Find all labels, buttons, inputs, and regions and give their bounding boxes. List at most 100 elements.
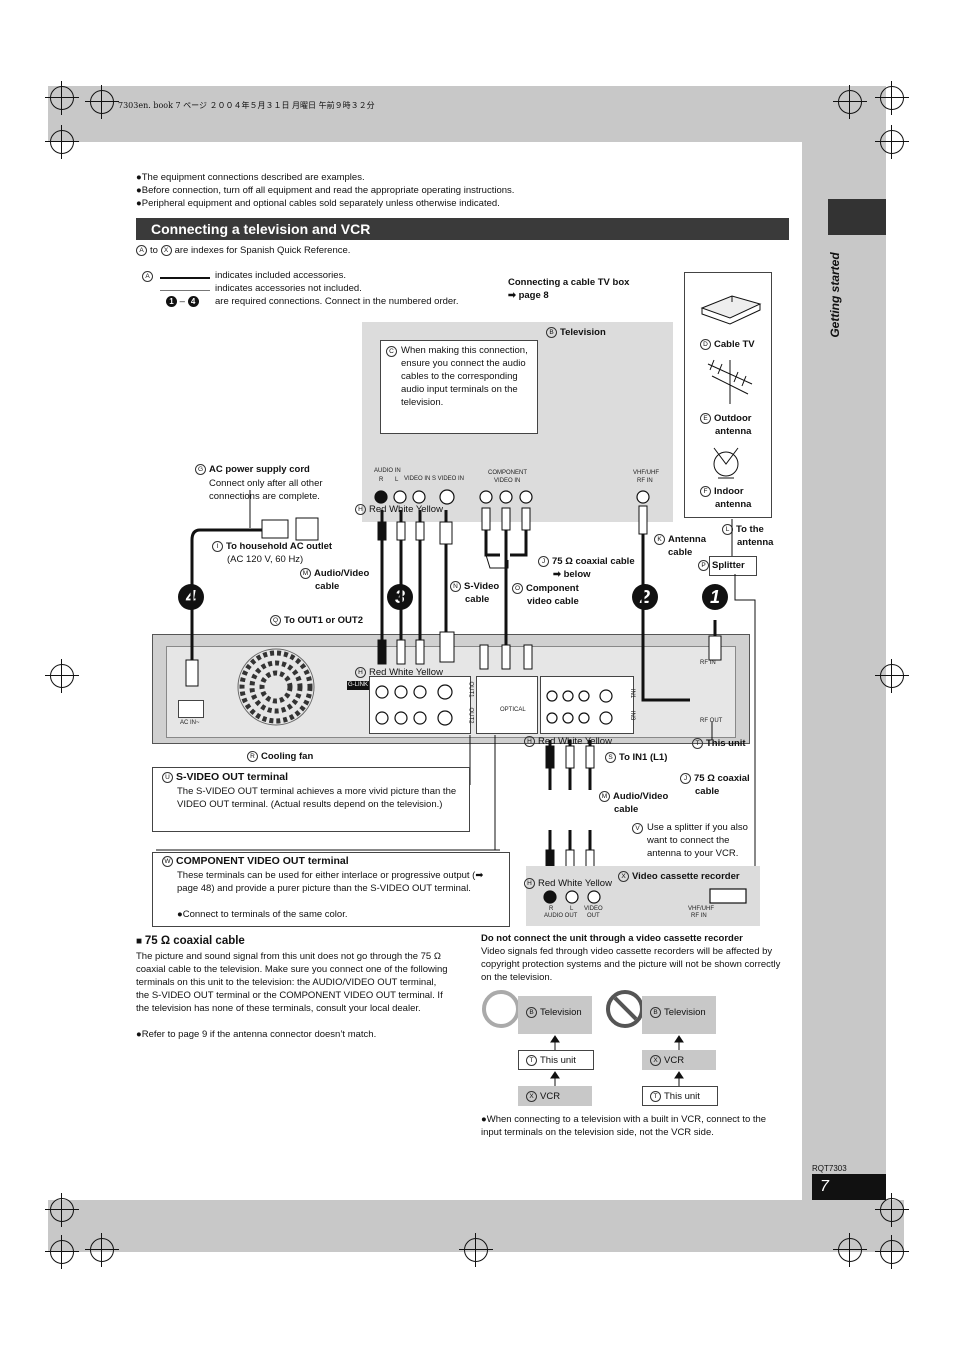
cooling-fan-icon xyxy=(237,648,315,726)
tv-rf-in-label: RF IN xyxy=(637,478,653,484)
cable-box-note-page: ➡ page 8 xyxy=(508,290,549,301)
tv-jacks xyxy=(374,489,650,505)
cable-tv-icon xyxy=(700,295,762,325)
legend-required: are required connections. Connect in the… xyxy=(215,296,459,307)
side-tab xyxy=(828,199,886,235)
tv-component-label: COMPONENT xyxy=(488,470,527,476)
bad-unit-box xyxy=(642,1086,718,1106)
component-box-text: These terminals can be used for either i… xyxy=(177,870,484,894)
intro-bullet-1: ●The equipment connections described are… xyxy=(136,172,365,183)
index-x-icon: X xyxy=(160,244,172,256)
good-vcr-panel xyxy=(518,1086,592,1106)
page-number: 7 xyxy=(820,1178,829,1195)
vcr-warning-title: Do not connect the unit through a video … xyxy=(481,933,743,944)
top-band xyxy=(48,86,886,142)
tv-l-label: L xyxy=(395,477,399,483)
optical-label: OPTICAL xyxy=(500,707,526,713)
svideo-cable-label-2: cable xyxy=(465,594,490,605)
vcr-vhf-label: VHF/UHF xyxy=(688,906,714,912)
ac-in-jack xyxy=(178,700,204,718)
av-cable-lower-label-2: cable xyxy=(614,804,639,815)
rf-out-label: RF OUT xyxy=(700,718,723,724)
bad-vcr-panel xyxy=(642,1050,716,1070)
registration-mark-icon xyxy=(875,1235,909,1269)
vcr-l-label: L xyxy=(570,906,574,912)
vcr-video-label: VIDEO xyxy=(584,906,603,912)
legend-thin-line xyxy=(160,290,210,291)
unit-in-jacks xyxy=(546,689,613,725)
outdoor-antenna-icon xyxy=(707,359,753,404)
outdoor-antenna-label-2: antenna xyxy=(715,426,752,437)
registration-mark-icon xyxy=(45,125,79,159)
tv-vhf-label: VHF/UHF xyxy=(633,470,659,476)
registration-mark-icon xyxy=(875,81,909,115)
right-band xyxy=(802,86,886,1200)
component-cable-label-2: video cable xyxy=(527,596,579,607)
ac-in-label: AC IN~ xyxy=(180,720,200,726)
index-a-icon: A xyxy=(136,244,147,256)
registration-mark-icon xyxy=(875,659,909,693)
registration-mark-icon xyxy=(45,1235,79,1269)
cable-box-note: Connecting a cable TV box xyxy=(508,277,630,288)
tv-video-in-label: VIDEO IN xyxy=(404,476,431,482)
coax-section-text: The picture and sound signal from this u… xyxy=(136,951,448,1014)
coax-section-bullet: ●Refer to page 9 if the antenna connecto… xyxy=(136,1029,377,1040)
component-box-bullet: ●Connect to terminals of the same color. xyxy=(177,909,348,920)
indoor-antenna-label-2: antenna xyxy=(715,499,752,510)
ac-cord-note: Connect only after all other connections… xyxy=(209,478,323,502)
legend-marker: A xyxy=(142,270,156,283)
doc-code: RQT7303 xyxy=(812,1164,847,1173)
registration-mark-icon xyxy=(85,85,119,119)
intro-bullet-2: ●Before connection, turn off all equipme… xyxy=(136,185,515,196)
note-c-box xyxy=(380,340,538,434)
unit-out-jacks xyxy=(375,684,453,726)
vcr-warning-text: Video signals fed through video cassette… xyxy=(481,946,781,983)
vcr-out-label: OUT xyxy=(587,913,600,919)
legend-included: indicates included accessories. xyxy=(215,270,346,281)
note-c-text: When making this connection, ensure you … xyxy=(401,345,528,408)
registration-mark-icon xyxy=(45,1193,79,1227)
intro-bullet-3: ●Peripheral equipment and optional cable… xyxy=(136,198,500,209)
section-title: Connecting a television and VCR xyxy=(151,221,371,237)
component-box xyxy=(152,852,510,927)
note-c-marker: C xyxy=(386,345,400,358)
coax-below-label-2: ➡ below xyxy=(553,569,591,580)
to-antenna-label-2: antenna xyxy=(737,537,774,548)
legend-numbers: 1 – 4 xyxy=(166,295,199,308)
svideo-box-text: The S-VIDEO OUT terminal achieves a more… xyxy=(177,786,457,810)
registration-mark-icon xyxy=(459,1233,493,1267)
household-spec: (AC 120 V, 60 Hz) xyxy=(227,554,304,565)
step-2-icon: 2 xyxy=(632,584,658,610)
registration-mark-icon xyxy=(833,1233,867,1267)
registration-mark-icon xyxy=(85,1233,119,1267)
page-number-box xyxy=(812,1174,886,1200)
section-title-bar xyxy=(136,218,789,240)
rf-in-label: RF IN xyxy=(700,660,716,666)
